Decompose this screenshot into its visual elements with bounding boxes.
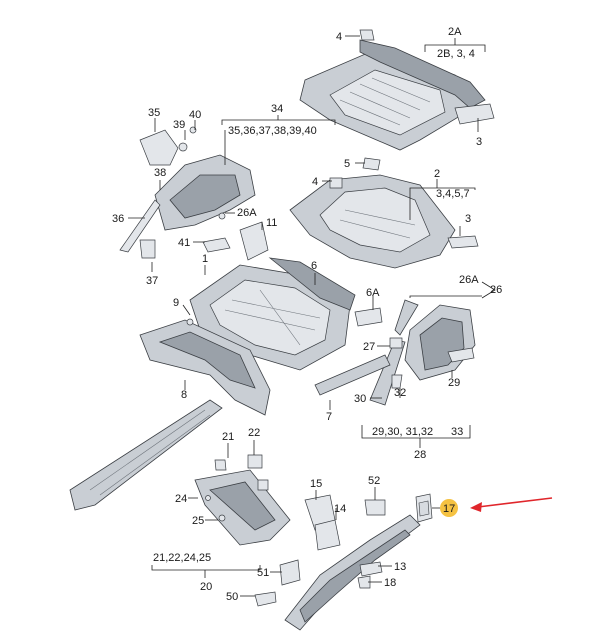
callout-50: 50 — [226, 591, 238, 603]
callout-36: 36 — [112, 213, 124, 225]
callout-38: 38 — [154, 167, 166, 179]
callout-15: 15 — [310, 478, 322, 490]
callout-28-group: 29,30, 31,32 — [372, 426, 433, 438]
callout-39: 39 — [173, 119, 185, 131]
callout-8: 8 — [181, 389, 187, 401]
callout-21: 21 — [222, 431, 234, 443]
callout-13: 13 — [394, 561, 406, 573]
right-front-longitudinal — [254, 494, 421, 631]
callout-17-highlighted: 17 — [443, 503, 455, 515]
highlighted-part-17 — [415, 493, 433, 523]
rear-floor-pan-top — [299, 29, 495, 151]
right-wheel-housing — [369, 299, 476, 406]
callout-34-group: 35,36,37,38,39,40 — [228, 125, 317, 137]
callout-1: 1 — [202, 253, 208, 265]
callout-6: 6 — [311, 260, 317, 272]
left-front-rail — [69, 399, 223, 511]
callout-2B: 2B, 3, 4 — [437, 48, 475, 60]
callout-26A: 26A — [237, 207, 257, 219]
callout-6A: 6A — [366, 287, 380, 299]
left-wheel-housing — [119, 126, 269, 261]
callout-5: 5 — [344, 158, 350, 170]
left-side-member — [139, 318, 271, 416]
sill-panel — [314, 354, 391, 396]
callout-2A: 2A — [448, 26, 462, 38]
callout-35: 35 — [148, 107, 160, 119]
callout-51: 51 — [257, 567, 269, 579]
callout-14: 14 — [334, 503, 346, 515]
callout-7: 7 — [326, 411, 332, 423]
callout-9: 9 — [173, 297, 179, 309]
callout-28: 28 — [414, 449, 426, 461]
leader-lines — [128, 35, 496, 597]
callout-32: 32 — [394, 387, 406, 399]
callout-labels: 4 2A 2B, 3, 4 3 35 40 39 34 35,36,37,38,… — [112, 26, 502, 603]
callout-30: 30 — [354, 393, 366, 405]
callout-22: 22 — [248, 427, 260, 439]
callout-25: 25 — [192, 515, 204, 527]
callout-4: 4 — [336, 31, 342, 43]
callout-20: 20 — [200, 581, 212, 593]
callout-26: 26 — [490, 284, 502, 296]
callout-4b: 4 — [312, 176, 318, 188]
callout-34: 34 — [271, 103, 283, 115]
callout-41: 41 — [178, 237, 190, 249]
callout-3: 3 — [476, 136, 482, 148]
callout-2: 2 — [434, 168, 440, 180]
callout-29: 29 — [448, 377, 460, 389]
callout-3b: 3 — [465, 213, 471, 225]
callout-33: 33 — [451, 426, 463, 438]
callout-52: 52 — [368, 475, 380, 487]
highlight-badge — [440, 499, 458, 517]
middle-floor-pan — [289, 157, 479, 269]
callout-27: 27 — [363, 341, 375, 353]
callout-11: 11 — [266, 217, 277, 229]
callout-24: 24 — [175, 493, 187, 505]
callout-37: 37 — [146, 275, 158, 287]
callout-2-group: 3,4,5,7 — [436, 188, 470, 200]
callout-40: 40 — [189, 109, 201, 121]
lower-front-structure — [194, 454, 291, 546]
callout-20-group: 21,22,24,25 — [153, 552, 211, 564]
callout-18: 18 — [384, 577, 396, 589]
callout-26A-b: 26A — [459, 274, 479, 286]
red-pointer-arrow — [470, 497, 553, 512]
